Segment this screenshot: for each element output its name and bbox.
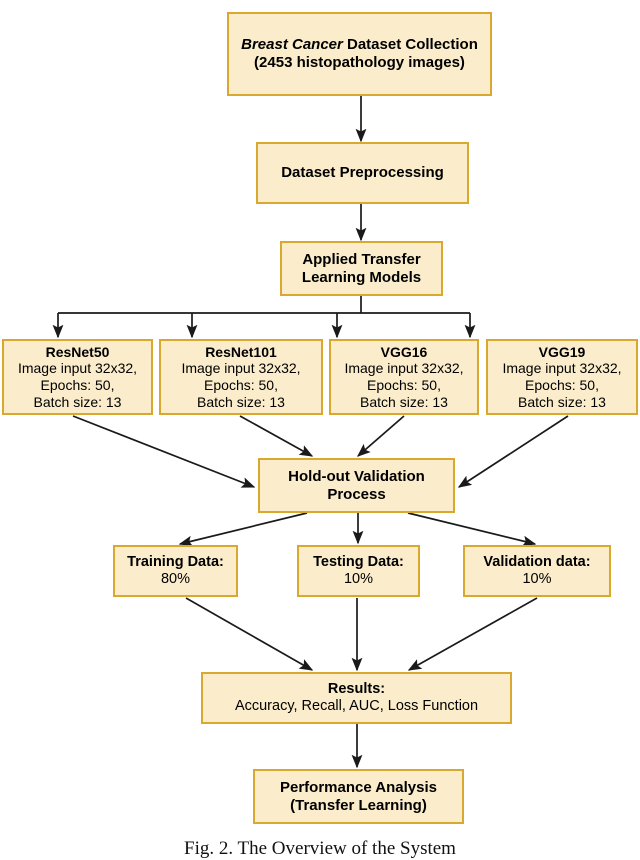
node-resnet50-title: ResNet50 — [45, 343, 110, 360]
node-resnet101-line2: Epochs: 50, — [204, 377, 278, 393]
node-testing-title: Testing Data: — [313, 553, 404, 570]
node-results[interactable]: Results: Accuracy, Recall, AUC, Loss Fun… — [201, 672, 512, 724]
node-dataset-title-emphasis: Breast Cancer — [241, 36, 343, 54]
figure-caption: Fig. 2. The Overview of the System — [184, 838, 456, 859]
node-performance-title-line1: Performance Analysis — [279, 778, 438, 796]
node-training-value: 80% — [160, 571, 191, 587]
node-testing-value: 10% — [343, 571, 374, 587]
edge-vgg19-to-holdout — [457, 415, 569, 488]
node-applied-transfer-learning-models[interactable]: Applied Transfer Learning Models — [280, 241, 443, 296]
node-model-vgg16[interactable]: VGG16 Image input 32x32, Epochs: 50, Bat… — [329, 339, 479, 415]
node-resnet50-line2: Epochs: 50, — [40, 377, 115, 393]
node-dataset-preprocessing[interactable]: Dataset Preprocessing — [256, 142, 469, 204]
node-dataset-title-rest: Dataset Collection — [342, 36, 478, 54]
node-vgg16-line3: Batch size: 13 — [360, 393, 448, 410]
node-resnet101-line3: Batch size: 13 — [197, 393, 285, 410]
node-dataset-title: Breast Cancer Dataset Collection — [241, 36, 478, 54]
edge-vgg16-to-holdout — [356, 415, 405, 457]
node-resnet101-title: ResNet101 — [205, 343, 277, 360]
node-model-vgg19[interactable]: VGG19 Image input 32x32, Epochs: 50, Bat… — [486, 339, 638, 415]
node-vgg19-line2: Epochs: 50, — [525, 377, 599, 393]
node-performance-analysis[interactable]: Performance Analysis (Transfer Learning) — [253, 769, 464, 824]
node-performance-title-line2: (Transfer Learning) — [290, 796, 427, 814]
edge-training-to-results — [185, 597, 314, 671]
edge-holdout-to-validation — [407, 512, 537, 547]
node-validation-data[interactable]: Validation data: 10% — [463, 545, 611, 597]
node-model-resnet50[interactable]: ResNet50 Image input 32x32, Epochs: 50, … — [2, 339, 153, 415]
edge-resnet50-to-holdout — [72, 415, 256, 488]
node-training-data[interactable]: Training Data: 80% — [113, 545, 238, 597]
node-vgg19-title: VGG19 — [538, 343, 586, 360]
node-validation-title: Validation data: — [483, 553, 591, 570]
node-model-resnet101[interactable]: ResNet101 Image input 32x32, Epochs: 50,… — [159, 339, 323, 415]
node-resnet50-line3: Batch size: 13 — [33, 393, 122, 410]
node-vgg16-line2: Epochs: 50, — [367, 377, 441, 393]
node-preprocess-title: Dataset Preprocessing — [281, 164, 444, 182]
node-applied-title-line1: Applied Transfer — [302, 250, 421, 268]
node-holdout-title-line1: Hold-out Validation — [288, 467, 425, 485]
edge-holdout-to-training — [178, 512, 308, 547]
node-testing-data[interactable]: Testing Data: 10% — [297, 545, 420, 597]
edge-resnet101-to-holdout — [239, 415, 314, 457]
node-resnet101-line1: Image input 32x32, — [181, 360, 301, 377]
node-vgg16-line1: Image input 32x32, — [344, 360, 464, 377]
node-holdout-title-line2: Process — [327, 485, 386, 503]
node-applied-title-line2: Learning Models — [301, 268, 422, 286]
node-resnet50-line1: Image input 32x32, — [17, 360, 138, 377]
edge-validation-to-results — [407, 597, 538, 671]
node-validation-value: 10% — [522, 571, 552, 587]
node-vgg16-title: VGG16 — [380, 343, 428, 360]
node-dataset-subtitle: (2453 histopathology images) — [254, 54, 465, 71]
node-dataset-collection[interactable]: Breast Cancer Dataset Collection (2453 h… — [227, 12, 492, 96]
node-vgg19-line1: Image input 32x32, — [502, 360, 622, 377]
node-results-value: Accuracy, Recall, AUC, Loss Function — [234, 698, 479, 714]
node-holdout-validation-process[interactable]: Hold-out Validation Process — [258, 458, 455, 513]
node-training-title: Training Data: — [127, 553, 224, 570]
node-results-title: Results: — [327, 680, 386, 697]
node-vgg19-line3: Batch size: 13 — [518, 393, 606, 410]
